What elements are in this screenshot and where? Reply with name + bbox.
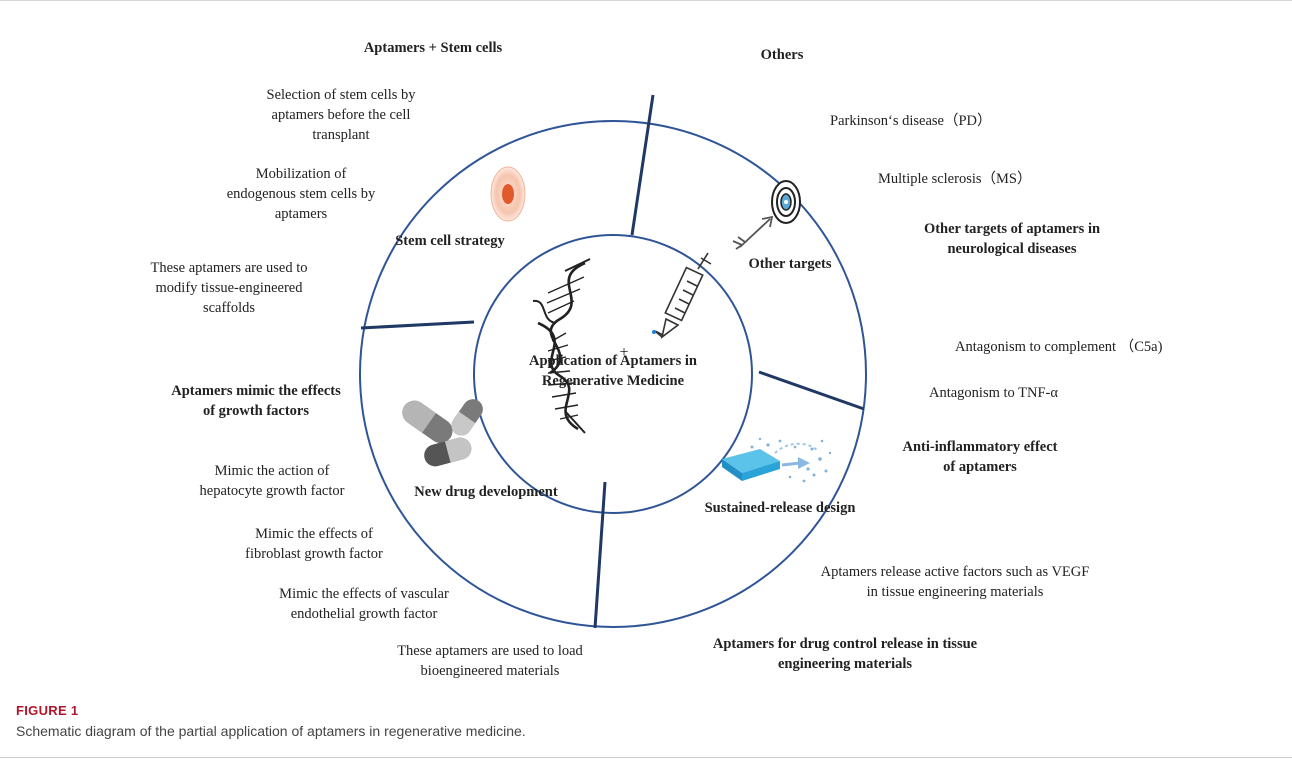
bottom-rule [0, 757, 1292, 758]
segment-label-sustained-release-design: Sustained-release design [704, 500, 856, 516]
divider-right [758, 370, 865, 411]
segment-label-stem-cell-strategy: Stem cell strategy [395, 233, 505, 249]
pills-icon [402, 399, 483, 467]
others-item-parkinsons: Parkinson‘s disease（PD） [830, 113, 992, 129]
figure-label: FIGURE 1 [16, 703, 79, 718]
dna-icon [532, 258, 591, 434]
anti-inflammatory-item-c5a: Antagonism to complement （C5a) [955, 339, 1163, 355]
center-plus: + [619, 344, 628, 361]
divider-bottom [593, 481, 607, 629]
others-item-ms: Multiple sclerosis（MS） [878, 171, 1032, 187]
arrow-icon [732, 215, 774, 250]
stem-cells-item-2: Mobilization of endogenous stem cells by… [226, 166, 376, 222]
center-title: Application of Aptamers in Regenerative … [529, 353, 697, 389]
diagram-canvas: + [359, 94, 867, 629]
segment-label-other-targets: Other targets [748, 256, 832, 272]
growth-factors-item-fibroblast: Mimic the effects of fibroblast growth f… [245, 526, 383, 562]
segment-label-new-drug-development: New drug development [414, 484, 558, 500]
inner-ring [473, 234, 753, 514]
drug-release-item: Aptamers release active factors such as … [820, 564, 1090, 600]
divider-top [630, 94, 655, 236]
group-heading-others: Others [760, 47, 804, 63]
stem-cells-item-1: Selection of stem cells by aptamers befo… [266, 87, 416, 143]
outer-ring [359, 120, 867, 628]
others-subheading: Other targets of aptamers in neurologica… [923, 221, 1101, 257]
growth-factors-item-load: These aptamers are used to load bioengin… [397, 643, 583, 679]
target-icon [771, 180, 801, 224]
stem-cells-item-3: These aptamers are used to modify tissue… [150, 260, 308, 316]
drug-release-heading: Aptamers for drug control release in tis… [712, 636, 978, 672]
growth-factors-heading: Aptamers mimic the effects of growth fac… [171, 383, 341, 419]
syringe-drop-icon [652, 330, 656, 334]
material-release-icon [722, 437, 832, 483]
syringe-icon [654, 252, 712, 339]
growth-factors-item-vascular: Mimic the effects of vascular endothelia… [279, 586, 449, 622]
anti-inflammatory-item-tnf: Antagonism to TNF-α [929, 385, 1058, 401]
group-heading-stem-cells: Aptamers + Stem cells [363, 40, 503, 56]
growth-factors-item-hepatocyte: Mimic the action of hepatocyte growth fa… [199, 463, 345, 499]
figure-caption: Schematic diagram of the partial applica… [16, 723, 526, 739]
stem-cell-icon [490, 166, 526, 222]
anti-inflammatory-heading: Anti-inflammatory effect of aptamers [902, 439, 1058, 475]
divider-left [360, 320, 475, 330]
